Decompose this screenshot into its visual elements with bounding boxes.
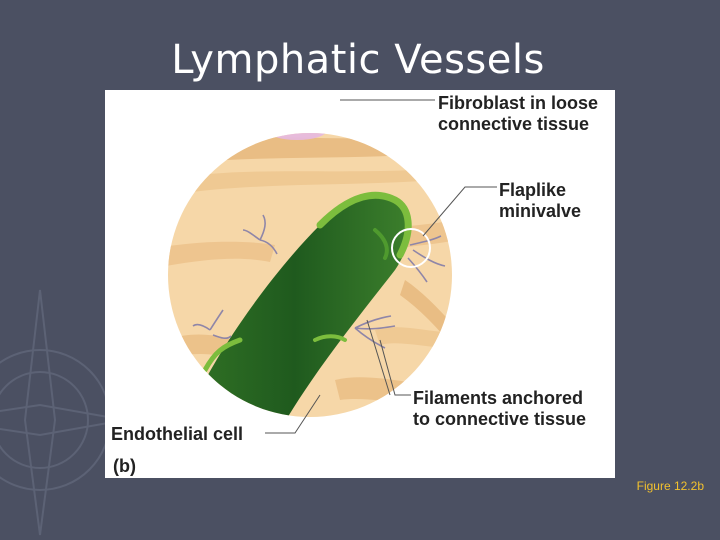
- lymphatic-vessel: [200, 195, 410, 417]
- panel-label: (b): [113, 456, 136, 476]
- figure-number: Figure 12.2b: [636, 479, 704, 493]
- label-filaments-line1: Filaments anchored: [413, 388, 584, 408]
- label-flaplike-line2: minivalve: [499, 201, 582, 221]
- label-filaments-line2: to connective tissue: [413, 409, 587, 429]
- leader-lines: [265, 99, 497, 434]
- label-endothelial-cell: Endothelial cell: [111, 424, 244, 444]
- label-fibroblast-line2: connective tissue: [438, 114, 590, 134]
- label-filaments: Filaments anchored to connective tissue: [413, 388, 586, 430]
- label-fibroblast: Fibroblast in loose connective tissue: [438, 93, 598, 135]
- slide-title: Lymphatic Vessels: [171, 37, 545, 83]
- fibroblast-cell: [263, 90, 330, 121]
- label-flaplike-minivalve: Flaplike minivalve: [499, 180, 581, 222]
- minivalve-highlight-circle: [391, 228, 431, 268]
- lymphatic-vessel-illustration: [168, 90, 497, 434]
- label-flaplike-line1: Flaplike: [499, 180, 567, 200]
- label-fibroblast-line1: Fibroblast in loose: [438, 93, 599, 113]
- figure-panel: Fibroblast in loose connective tissue Fl…: [105, 90, 615, 478]
